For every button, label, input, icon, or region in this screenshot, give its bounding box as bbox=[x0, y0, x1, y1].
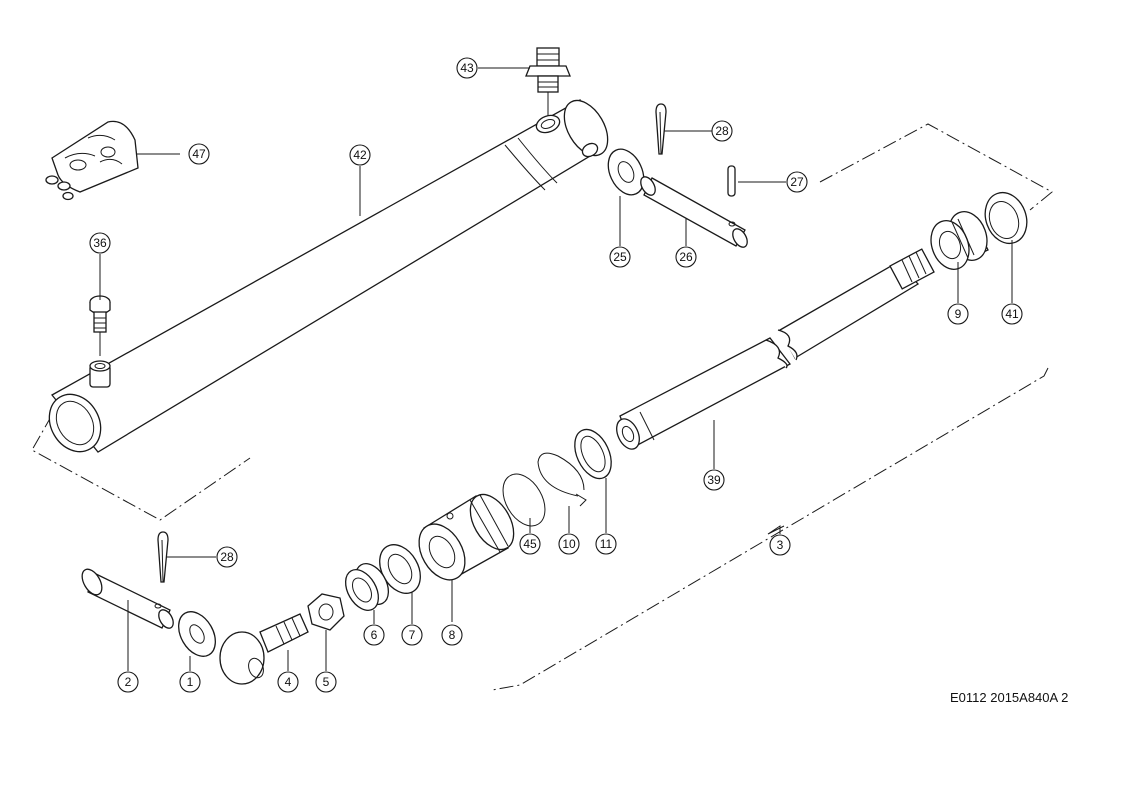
svg-text:5: 5 bbox=[323, 675, 330, 689]
svg-text:41: 41 bbox=[1005, 307, 1019, 321]
callout-8: 8 bbox=[441, 624, 463, 646]
callout-42: 42 bbox=[349, 144, 371, 166]
svg-text:28: 28 bbox=[715, 124, 729, 138]
callout-28-bottom: 28 bbox=[216, 546, 238, 568]
callout-2: 2 bbox=[117, 671, 139, 693]
callout-25: 25 bbox=[609, 246, 631, 268]
gland-nut-9 bbox=[930, 211, 989, 270]
callout-1: 1 bbox=[179, 671, 201, 693]
bleed-screw bbox=[89, 295, 111, 356]
cylinder-barrel bbox=[48, 98, 609, 453]
leader-lines bbox=[99, 67, 1013, 671]
washer-7 bbox=[379, 544, 421, 594]
callout-11: 11 bbox=[595, 533, 617, 555]
svg-text:6: 6 bbox=[371, 628, 378, 642]
callout-9: 9 bbox=[947, 303, 969, 325]
svg-text:9: 9 bbox=[955, 307, 962, 321]
piston-8 bbox=[418, 493, 515, 581]
ring-41 bbox=[984, 191, 1028, 245]
roll-pin-27 bbox=[727, 165, 736, 197]
svg-text:3: 3 bbox=[777, 538, 784, 552]
svg-text:27: 27 bbox=[790, 175, 804, 189]
svg-text:39: 39 bbox=[707, 473, 721, 487]
cotter-pin-bottom bbox=[157, 531, 169, 583]
callout-43: 43 bbox=[456, 57, 478, 79]
callout-6: 6 bbox=[363, 624, 385, 646]
o-ring-45 bbox=[502, 473, 546, 527]
svg-text:47: 47 bbox=[192, 147, 206, 161]
callout-45: 45 bbox=[519, 533, 541, 555]
clevis-pin-2 bbox=[81, 568, 174, 629]
hex-nut-5 bbox=[307, 593, 345, 631]
svg-text:26: 26 bbox=[679, 250, 693, 264]
callout-10: 10 bbox=[558, 533, 580, 555]
callout-47: 47 bbox=[188, 143, 210, 165]
washer-1 bbox=[178, 611, 216, 657]
svg-text:28: 28 bbox=[220, 550, 234, 564]
seal-kit-bag bbox=[45, 120, 139, 201]
ring-11 bbox=[574, 428, 612, 480]
svg-text:45: 45 bbox=[523, 537, 537, 551]
callout-39: 39 bbox=[703, 469, 725, 491]
washer-25 bbox=[607, 148, 645, 196]
seal-6 bbox=[344, 563, 390, 611]
svg-text:36: 36 bbox=[93, 236, 107, 250]
callout-3: 3 bbox=[769, 534, 791, 556]
callout-5: 5 bbox=[315, 671, 337, 693]
drawing-reference: E0112 2015A840A 2 bbox=[950, 690, 1069, 705]
svg-text:2: 2 bbox=[125, 675, 132, 689]
cotter-pin-top bbox=[655, 103, 667, 155]
callout-36: 36 bbox=[89, 232, 111, 254]
svg-text:25: 25 bbox=[613, 250, 627, 264]
callout-41: 41 bbox=[1001, 303, 1023, 325]
hydraulic-fitting bbox=[525, 47, 571, 116]
snap-ring-10 bbox=[537, 452, 587, 507]
clevis-pin-26 bbox=[640, 176, 748, 248]
svg-text:1: 1 bbox=[187, 675, 194, 689]
callout-27: 27 bbox=[786, 171, 808, 193]
svg-text:42: 42 bbox=[353, 148, 367, 162]
svg-text:7: 7 bbox=[409, 628, 416, 642]
callout-26: 26 bbox=[675, 246, 697, 268]
svg-text:8: 8 bbox=[449, 628, 456, 642]
callout-28-top: 28 bbox=[711, 120, 733, 142]
callout-4: 4 bbox=[277, 671, 299, 693]
svg-text:4: 4 bbox=[285, 675, 292, 689]
assembly-boundary bbox=[31, 123, 1053, 691]
svg-text:11: 11 bbox=[600, 537, 613, 551]
callout-7: 7 bbox=[401, 624, 423, 646]
svg-text:43: 43 bbox=[460, 61, 474, 75]
rod-end-4 bbox=[219, 613, 309, 685]
svg-text:10: 10 bbox=[562, 537, 576, 551]
piston-rod bbox=[616, 248, 935, 450]
